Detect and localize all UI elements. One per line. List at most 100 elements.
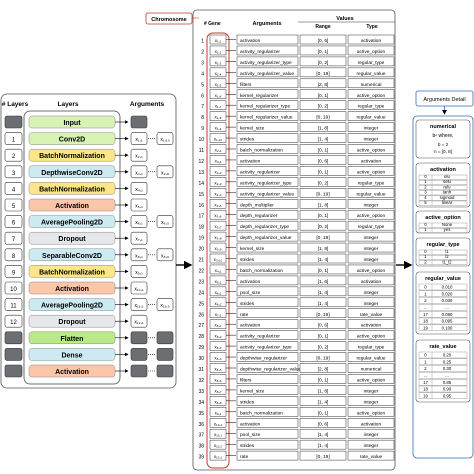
type-value: integer [364,290,379,296]
gene-label: x₁,₃ [215,60,222,65]
type-cell [347,319,395,329]
regular_value-row [418,324,468,331]
range-cell [299,166,347,176]
arg-box [130,198,148,212]
type-cell [347,407,395,417]
gene-number: 29 [198,345,204,351]
argument-cell [236,275,299,286]
gene-number: 15 [198,192,204,198]
gene-number: 1 [201,39,204,45]
rate_value-index: 19 [423,393,428,398]
regular_value-value: 0.090 [442,312,453,317]
argument-cell [236,111,299,121]
argument-cell [236,363,299,373]
activation-value: sigmoid [440,195,455,200]
type-value: rate_value [360,454,383,460]
gene-number: 31 [198,367,204,373]
range-value: [0, 1] [318,410,329,416]
numerical-param-n: n = [0, 8] [434,149,452,154]
range-cell [299,155,347,165]
gene-label: x₁,₄ [215,71,222,76]
layer-number: 12 [10,320,17,326]
type-cell [347,111,395,121]
range-cell [299,330,347,340]
gene-label: x₁,₇ [215,104,222,109]
argument-name: kernel_size [240,126,265,132]
gene-number: 11 [199,148,204,154]
gene-label: x₉,₁ [215,410,222,415]
type-value: integer [364,202,379,208]
type-cell [347,177,395,187]
regular_value-value: 0.020 [442,291,453,296]
layer-name: Input [63,120,81,127]
arg-box [130,298,148,311]
layer-number: 3 [12,171,16,177]
gene-label: x₈,₃ [214,345,221,350]
regular_value-row [418,317,468,325]
regular_type-row [418,260,468,265]
gene-label: x₁₁,₂ [214,443,223,448]
rate_value-row [418,351,468,359]
range-value: [1, 4] [318,399,329,405]
chromosome-panel-border [192,9,396,471]
layer-number: 4 [12,187,16,193]
type-value: active_option [357,334,386,340]
argument-cell [236,56,299,67]
range-cell [299,418,347,428]
range-cell [299,374,347,384]
numerical-param-b: b = 2 [438,142,449,147]
header-arguments: Arguments [252,21,281,27]
arg-box [130,231,148,245]
type-cell [347,220,395,231]
layer-number-box [4,198,23,212]
arg-placeholder [156,364,174,378]
gene-number: 16 [198,203,204,209]
range-cell [299,188,347,198]
activation-row [418,200,468,206]
type-value: active_option [357,93,386,99]
range-cell [299,177,347,187]
gene-label: x₈,₂ [214,334,221,339]
argument-name: kernel_size [240,388,265,394]
type-cell [347,144,395,154]
type-cell [347,242,395,253]
argument-name: activation [240,421,261,427]
type-cell [347,56,395,67]
type-value: active_option [357,268,386,274]
arg-label: x₃,₁ [135,170,143,176]
layer-row: Input [4,115,148,129]
rate_value-row [418,385,468,393]
range-cell [299,385,347,395]
range-value: [0, 19] [316,191,329,197]
layer-row: Flatten [4,331,174,345]
range-value: [0, 19] [316,115,329,121]
gene-number: 9 [201,126,204,132]
argument-name: strides [240,257,255,263]
gene-number: 6 [201,93,204,99]
range-value: [0, 2] [318,60,329,66]
range-value: [1, 4] [318,432,329,438]
type-value: active_option [357,49,386,55]
range-cell [299,450,347,461]
argument-name: activation [240,158,261,164]
layer-number-box [4,265,23,278]
type-cell [347,450,395,461]
chromosome-label-box [145,12,193,25]
range-value: [1, 8] [318,246,329,252]
range-value: [1, 4] [318,443,329,449]
argument-name: activity_regularizer_type [240,180,292,186]
